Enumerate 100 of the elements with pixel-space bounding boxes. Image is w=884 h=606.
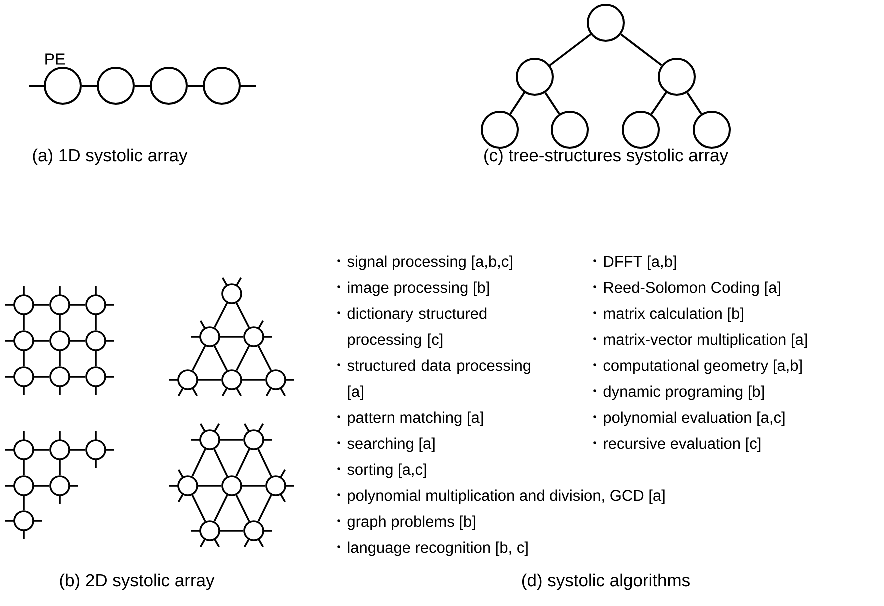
pe-circle bbox=[244, 430, 264, 450]
connector-line bbox=[59, 351, 61, 367]
pe-circle bbox=[266, 476, 286, 496]
pe-circle bbox=[200, 520, 220, 542]
connector-line bbox=[236, 449, 250, 478]
connector-line bbox=[220, 439, 244, 441]
pe-circle bbox=[551, 111, 589, 149]
connector-line bbox=[214, 302, 228, 328]
connector-line bbox=[192, 449, 206, 478]
connector-line bbox=[198, 485, 222, 487]
pe-circle bbox=[50, 366, 70, 388]
connector-line bbox=[198, 379, 222, 381]
connector-line bbox=[95, 351, 97, 367]
connector-line bbox=[23, 315, 25, 331]
pe-circle bbox=[150, 67, 188, 105]
caption: (d) systolic algorithms bbox=[522, 574, 690, 590]
pe-circle bbox=[14, 330, 34, 352]
pe-circle bbox=[693, 111, 731, 149]
connector-line bbox=[82, 85, 97, 87]
connector-line bbox=[236, 346, 250, 372]
connector-line bbox=[34, 376, 50, 378]
node-caption: PE bbox=[46, 54, 65, 65]
pe-circle bbox=[86, 294, 106, 316]
connector-line bbox=[258, 449, 272, 478]
pe-circle bbox=[86, 330, 106, 352]
pe-circle bbox=[222, 476, 242, 496]
caption: (c) tree-structures systolic array bbox=[484, 148, 728, 166]
pe-circle bbox=[14, 294, 34, 316]
connector-line bbox=[59, 460, 61, 476]
connector-line bbox=[214, 346, 228, 372]
pe-circle bbox=[481, 111, 519, 149]
pe-circle bbox=[86, 440, 106, 460]
pe-circle bbox=[587, 4, 625, 42]
pe-circle bbox=[266, 370, 286, 390]
pe-circle bbox=[14, 476, 34, 496]
connector-line bbox=[192, 346, 206, 372]
pe-circle bbox=[50, 294, 70, 316]
pe-circle bbox=[14, 366, 34, 388]
list-item: matrix-vector multiplication [a] bbox=[604, 334, 808, 348]
list-item: Reed-Solomon Coding [a] bbox=[604, 282, 780, 296]
pe-circle bbox=[658, 58, 696, 96]
pe-circle bbox=[178, 476, 198, 496]
pe-circle bbox=[178, 370, 198, 390]
pe-circle bbox=[244, 326, 264, 348]
list-item: matrix calculation [b] bbox=[604, 308, 744, 322]
connector-line bbox=[23, 351, 25, 367]
connector-line bbox=[242, 379, 266, 381]
pe-circle bbox=[222, 284, 242, 304]
list-item: computational geometry [a,b] bbox=[604, 360, 802, 374]
connector-line bbox=[550, 34, 592, 66]
pe-circle bbox=[200, 430, 220, 450]
pe-circle bbox=[50, 330, 70, 352]
connector-line bbox=[214, 449, 228, 478]
list-item: pattern matching [a] bbox=[348, 412, 484, 426]
pe-circle bbox=[14, 440, 34, 460]
connector-line bbox=[23, 496, 25, 511]
connector-line bbox=[686, 92, 702, 115]
connector-line bbox=[59, 315, 61, 331]
connector-line bbox=[95, 315, 97, 331]
list-item: image processing [b] bbox=[348, 282, 490, 296]
pe-circle bbox=[622, 111, 660, 149]
list-item: recursive evaluation [c] bbox=[604, 438, 761, 452]
list-item: dynamic programing [b] bbox=[604, 386, 764, 400]
connector-line bbox=[650, 92, 668, 115]
connector-line bbox=[34, 340, 50, 342]
pe-circle bbox=[516, 58, 554, 96]
list-item: searching [a] bbox=[348, 438, 435, 452]
connector-line bbox=[70, 340, 86, 342]
list-item: polynomial evaluation [a,c] bbox=[604, 412, 785, 426]
connector-line bbox=[192, 494, 206, 522]
connector-line bbox=[258, 346, 272, 372]
connector-line bbox=[34, 304, 50, 306]
pe-circle bbox=[203, 67, 241, 105]
connector-line bbox=[220, 336, 244, 338]
connector-line bbox=[220, 530, 244, 532]
list-item: polynomial multiplication and division, GCD [a] bbox=[348, 490, 665, 504]
pe-circle bbox=[50, 476, 70, 496]
pe-circle bbox=[14, 510, 34, 532]
connector-line bbox=[70, 449, 86, 451]
caption: (a) 1D systolic array bbox=[33, 148, 188, 166]
pe-circle bbox=[44, 67, 82, 105]
connector-line bbox=[258, 494, 272, 522]
connector-line bbox=[70, 376, 86, 378]
list-item: language recognition [b, c] bbox=[348, 542, 528, 556]
list-item: DFFT [a,b] bbox=[604, 256, 676, 270]
connector-line bbox=[188, 85, 203, 87]
connector-line bbox=[620, 34, 662, 66]
connector-line bbox=[34, 485, 50, 487]
list-item: sorting [a,c] bbox=[348, 464, 426, 478]
connector-line bbox=[236, 302, 250, 328]
pe-circle bbox=[244, 520, 264, 542]
connector-line bbox=[544, 92, 560, 115]
connector-line bbox=[214, 494, 228, 522]
list-item: signal processing [a,b,c] bbox=[348, 256, 512, 270]
pe-circle bbox=[97, 67, 135, 105]
pe-circle bbox=[200, 326, 220, 348]
pe-circle bbox=[86, 366, 106, 388]
connector-line bbox=[236, 494, 250, 522]
connector-line bbox=[34, 449, 50, 451]
connector-line bbox=[242, 485, 266, 487]
